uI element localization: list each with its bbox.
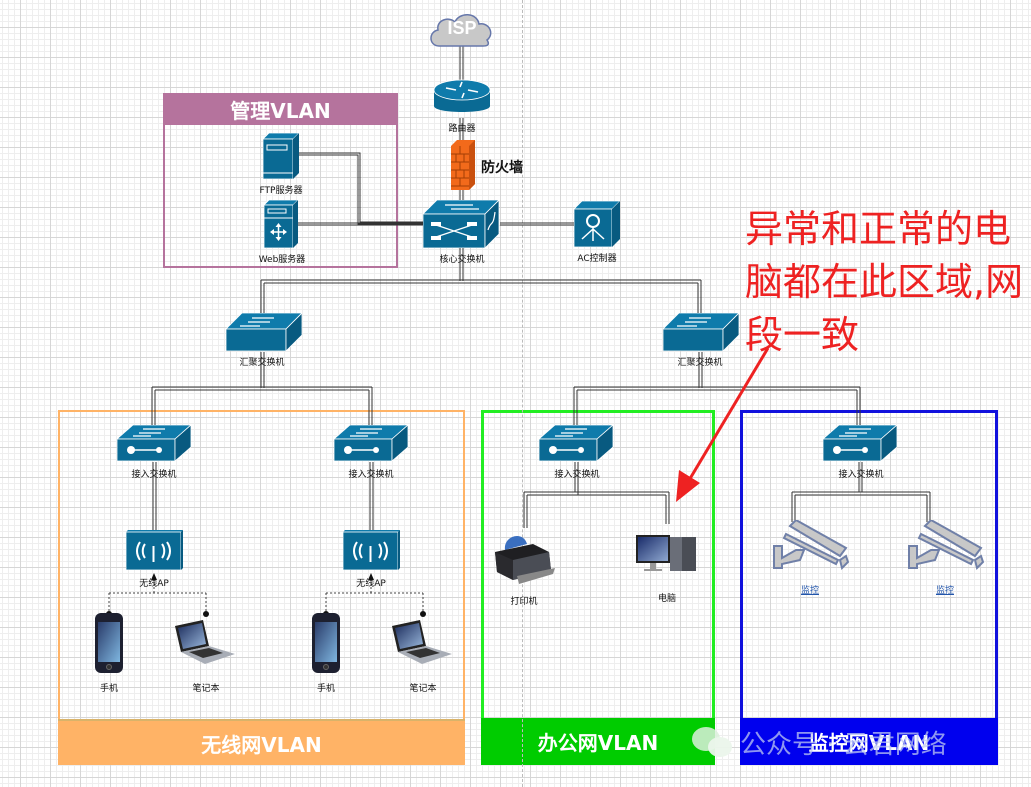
- phone-1-label: 手机: [99, 684, 119, 694]
- access-switch-wireless-2-label: 接入交换机: [348, 470, 394, 480]
- isp-cloud[interactable]: ISP: [427, 10, 497, 48]
- access-switch-icon: [332, 424, 410, 462]
- office-pc[interactable]: [636, 533, 698, 577]
- access-switch-icon: [115, 424, 193, 462]
- wechat-icon: [692, 726, 732, 757]
- access-switch-icon: [537, 424, 615, 462]
- camera-icon: [908, 518, 985, 570]
- printer-label: 打印机: [510, 597, 538, 607]
- phone-icon: [95, 613, 123, 673]
- access-switch-office-label: 接入交换机: [554, 470, 600, 480]
- surveillance-vlan-title: 监控网VLAN: [740, 718, 998, 765]
- watermark-text: 公众号 · 云君网络: [740, 730, 947, 760]
- aggregation-switch-icon: [225, 312, 303, 352]
- printer-icon: [495, 536, 555, 584]
- core-switch[interactable]: [422, 199, 500, 249]
- core-switch-icon: [422, 199, 500, 249]
- server-icon: [262, 132, 300, 180]
- web-server-label: Web服务器: [258, 255, 306, 265]
- wire-isp-router: [459, 45, 464, 80]
- web-server-icon: [263, 199, 299, 249]
- firewall-icon: [451, 140, 475, 190]
- laptop-2-label: 笔记本: [409, 684, 437, 694]
- aggregation-switch-icon: [662, 312, 740, 352]
- wireless-ap-icon: [125, 530, 183, 571]
- wireless-ap-icon: [342, 530, 400, 571]
- surveillance-vlan-zone: [740, 410, 998, 765]
- access-switch-wireless-2[interactable]: [332, 424, 410, 462]
- aggregation-switch-2-label: 汇聚交换机: [677, 358, 723, 368]
- computer-icon: [636, 535, 696, 571]
- wireless-vlan-title: 无线网VLAN: [58, 719, 465, 765]
- laptop-icon: [392, 620, 452, 664]
- access-switch-icon: [821, 424, 899, 462]
- firewall-label: 防火墙: [481, 160, 523, 176]
- camera-2-label[interactable]: 监控: [935, 586, 955, 596]
- phone-1[interactable]: [93, 613, 125, 673]
- aggregation-switch-1[interactable]: [225, 312, 303, 352]
- cloud-icon: [430, 14, 492, 47]
- printer[interactable]: [493, 530, 555, 585]
- camera-1-label[interactable]: 监控: [800, 586, 820, 596]
- access-switch-wireless-1-label: 接入交换机: [131, 470, 177, 480]
- office-vlan-zone: [481, 410, 715, 765]
- aggregation-switch-2[interactable]: [662, 312, 740, 352]
- laptop-1-label: 笔记本: [192, 684, 220, 694]
- page-break-line: [522, 0, 523, 787]
- access-switch-surveillance-label: 接入交换机: [838, 470, 884, 480]
- firewall[interactable]: [451, 140, 475, 190]
- router-icon: [433, 79, 491, 112]
- phone-icon: [312, 613, 340, 673]
- watermark: 公众号 · 云君网络: [690, 724, 947, 761]
- access-switch-office[interactable]: [537, 424, 615, 462]
- wireless-ap-2[interactable]: [342, 530, 400, 571]
- wireless-ap-1[interactable]: [125, 530, 183, 571]
- isp-label: ISP: [447, 18, 477, 38]
- router[interactable]: [432, 78, 492, 118]
- camera-icon: [773, 518, 850, 570]
- wireless-ap-1-label: 无线AP: [139, 579, 169, 589]
- web-server[interactable]: [263, 199, 299, 249]
- aggregation-switch-1-label: 汇聚交换机: [239, 358, 285, 368]
- phone-2[interactable]: [310, 613, 342, 673]
- laptop-1[interactable]: [175, 620, 235, 666]
- wireless-vlan-zone: [58, 410, 465, 765]
- ac-controller[interactable]: [573, 200, 621, 248]
- router-label: 路由器: [448, 124, 476, 134]
- office-vlan-title: 办公网VLAN: [481, 718, 715, 765]
- core-switch-label: 核心交换机: [439, 255, 485, 265]
- laptop-icon: [175, 620, 235, 664]
- ac-controller-icon: [573, 200, 621, 248]
- ac-controller-label: AC控制器: [577, 254, 617, 264]
- laptop-2[interactable]: [392, 620, 452, 666]
- ftp-server-label: FTP服务器: [259, 186, 303, 196]
- phone-2-label: 手机: [316, 684, 336, 694]
- camera-2[interactable]: [905, 518, 985, 578]
- access-switch-wireless-1[interactable]: [115, 424, 193, 462]
- wireless-ap-2-label: 无线AP: [356, 579, 386, 589]
- office-pc-label: 电脑: [657, 594, 677, 604]
- annotation-note: 异常和正常的电脑都在此区域,网段一致: [745, 207, 1024, 357]
- ftp-server[interactable]: [262, 132, 300, 180]
- camera-1[interactable]: [770, 518, 850, 578]
- management-vlan-title: 管理VLAN: [163, 93, 398, 125]
- wire-core-ac: [500, 222, 574, 226]
- access-switch-surveillance[interactable]: [821, 424, 899, 462]
